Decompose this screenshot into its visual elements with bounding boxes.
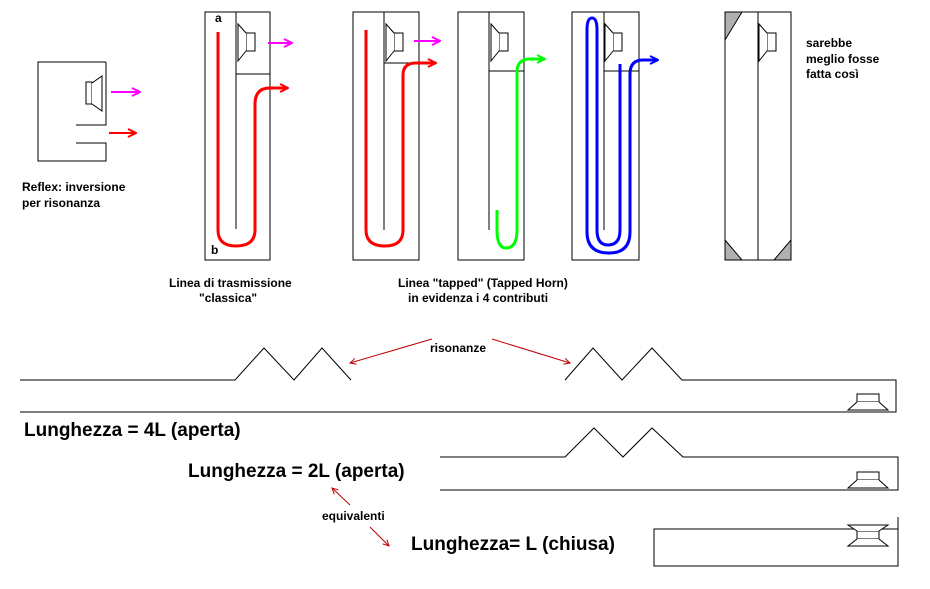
speaker-icon <box>856 393 880 403</box>
better-caption-1: sarebbe <box>806 36 853 50</box>
length-4l-label: Lunghezza = 4L (aperta) <box>24 420 241 441</box>
length-2l-line <box>440 427 899 491</box>
tl-caption-1: Linea di trasmissione <box>169 276 292 290</box>
red-path <box>216 32 288 248</box>
improved-enclosure <box>724 11 792 261</box>
speaker-icon <box>612 32 623 52</box>
speaker-icon <box>766 32 777 52</box>
reflex-caption-2: per risonanza <box>22 196 101 210</box>
tapped-caption-2: in evidenza i 4 contributi <box>408 291 549 305</box>
reflex-enclosure <box>37 61 140 162</box>
length-l-label: Lunghezza= L (chiusa) <box>411 534 615 555</box>
green-path <box>495 59 545 250</box>
tl-caption-2: "classica" <box>199 291 258 305</box>
blue-path <box>585 16 658 255</box>
reflex-caption-1: Reflex: inversione <box>22 180 126 194</box>
risonanze-arrow-left <box>350 338 433 363</box>
length-l-line <box>653 517 899 567</box>
speaker-icon <box>245 32 256 52</box>
classic-tl <box>204 11 292 261</box>
better-caption-2: meglio fosse <box>806 52 880 66</box>
tapped-blue <box>571 11 658 261</box>
point-a-label: a <box>215 11 222 25</box>
speaker-icon <box>856 530 880 540</box>
speaker-icon <box>393 32 404 52</box>
equivalenti-arrow-down <box>369 526 389 546</box>
length-4l-line <box>20 338 897 413</box>
corner-fill <box>724 238 744 261</box>
length-2l-label: Lunghezza = 2L (aperta) <box>188 461 405 482</box>
tapped-red <box>352 11 440 261</box>
speaker-icon <box>856 471 880 481</box>
risonanze-label: risonanze <box>430 341 487 355</box>
speaker-icon <box>498 32 509 52</box>
corner-fill <box>772 238 792 261</box>
point-b-label: b <box>211 243 219 257</box>
tapped-green <box>457 11 545 261</box>
better-caption-3: fatta così <box>806 67 859 81</box>
equivalenti-arrow-up <box>332 488 351 506</box>
corner-fill <box>724 11 743 42</box>
red-path <box>364 30 436 248</box>
reflex-speaker-icon <box>85 81 93 105</box>
tapped-caption-1: Linea "tapped" (Tapped Horn) <box>398 276 568 290</box>
risonanze-arrow-right <box>491 338 570 363</box>
equivalenti-label: equivalenti <box>322 509 385 523</box>
